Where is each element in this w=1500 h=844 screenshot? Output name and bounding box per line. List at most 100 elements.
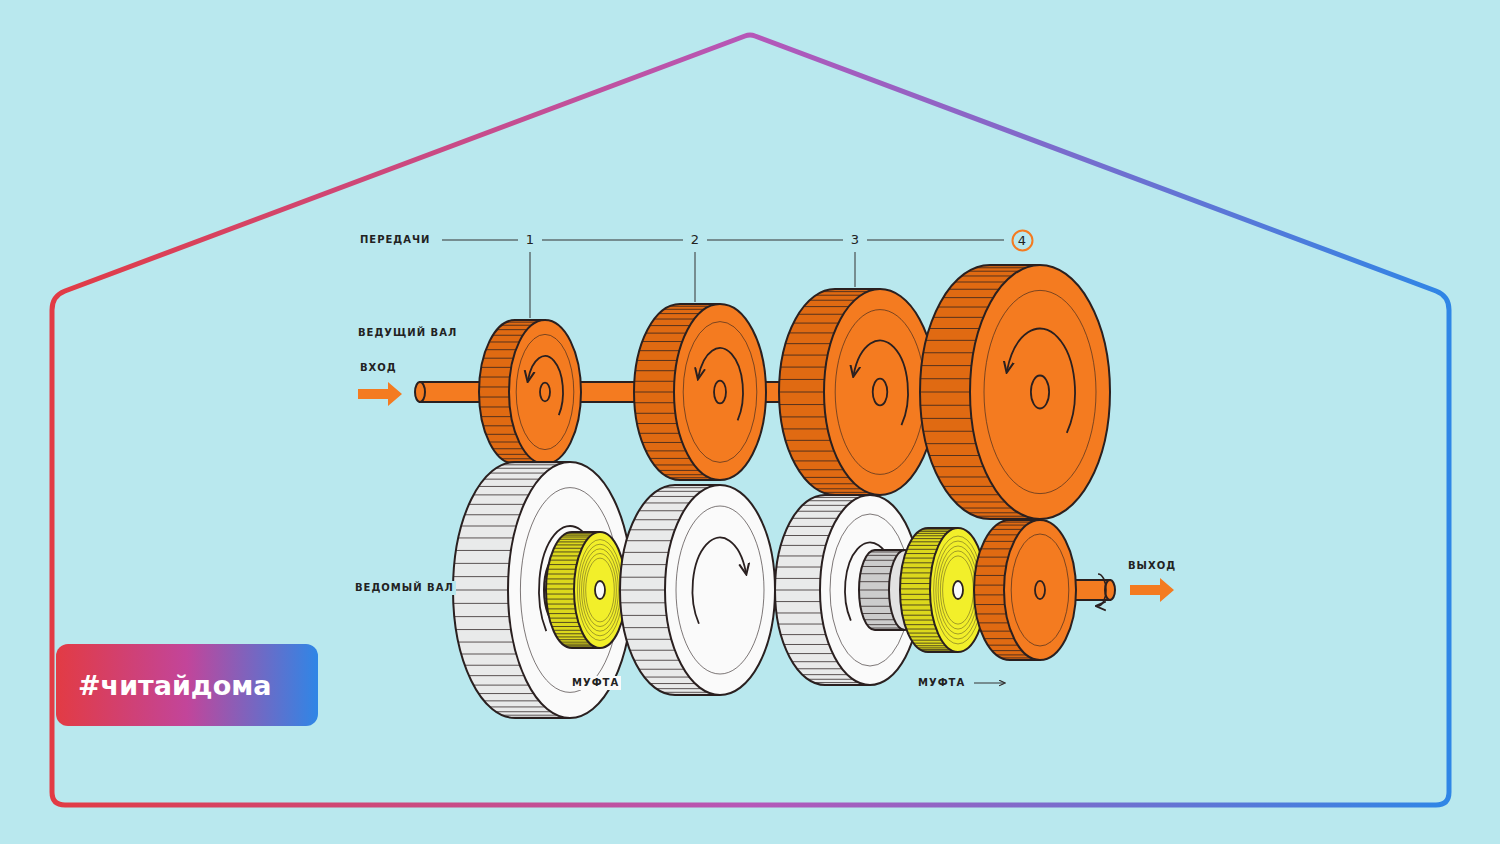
clutch-label: МУФТА <box>916 676 967 690</box>
gear-tooth <box>663 487 708 488</box>
gear-tooth <box>659 470 699 471</box>
gear-tooth <box>650 325 690 326</box>
gear-tooth <box>493 335 523 336</box>
gear-tooth <box>997 525 1027 526</box>
gear-tooth <box>564 535 592 536</box>
gear-tooth <box>912 538 942 539</box>
gear-tooth <box>789 451 834 452</box>
gear-tooth <box>820 684 865 685</box>
gear-ring <box>835 310 925 475</box>
gear-tooth <box>918 647 948 648</box>
output-label: ВЫХОД <box>1126 559 1178 573</box>
gear-ring <box>1011 534 1069 646</box>
gear-tooth <box>962 275 1012 276</box>
gear-tooth <box>938 307 988 308</box>
gear-tooth <box>497 454 527 455</box>
gear-hub <box>714 381 726 404</box>
gear-tooth <box>456 629 511 630</box>
gear-tooth <box>920 405 970 406</box>
gear-tooth <box>778 555 823 556</box>
gear-tooth <box>920 392 970 393</box>
gear-tooth <box>867 624 897 625</box>
gear-tooth <box>480 377 510 378</box>
gear-tooth <box>644 677 689 678</box>
gear-tooth <box>624 627 669 628</box>
gear-tooth <box>486 434 516 435</box>
gear-tooth <box>479 693 534 694</box>
gear-tooth <box>656 491 701 492</box>
gear-tooth <box>968 512 1018 513</box>
gear-tooth <box>506 322 536 323</box>
gear-tooth <box>900 588 930 589</box>
gear-tooth <box>781 367 826 368</box>
house-outline <box>52 35 1449 805</box>
gear-tooth <box>793 460 838 461</box>
gear-tooth <box>781 634 826 635</box>
gear-tooth <box>933 317 983 318</box>
gear-tooth <box>788 653 833 654</box>
gear-tooth <box>453 603 508 604</box>
gear-tooth <box>489 341 519 342</box>
gear-tooth <box>547 574 575 575</box>
gear-tooth <box>549 618 577 619</box>
gear-tooth <box>559 639 587 640</box>
gear-tooth <box>983 265 1033 266</box>
gear-tooth <box>779 404 824 405</box>
gear-tooth <box>622 615 667 616</box>
gear-face <box>574 532 626 648</box>
gear-tooth <box>902 610 932 611</box>
shaft-end <box>595 580 605 600</box>
clutch-groove <box>582 549 619 631</box>
gear-tooth <box>914 643 944 644</box>
gear-tooth <box>644 502 689 503</box>
gear-tooth <box>781 416 826 417</box>
gear-tooth <box>981 548 1011 549</box>
gear-tooth <box>900 599 930 600</box>
gear-tooth <box>905 624 935 625</box>
gear-tooth <box>922 365 972 366</box>
gear-ring <box>516 334 574 449</box>
gear-tooth <box>550 622 578 623</box>
gear-tooth <box>924 528 954 529</box>
gear-tooth <box>804 306 849 307</box>
gear-tooth <box>802 505 847 506</box>
gear-tooth <box>634 381 674 382</box>
gear-tooth <box>546 578 574 579</box>
gear-tooth <box>901 578 931 579</box>
gear-tooth <box>902 567 932 568</box>
gear-hub <box>1031 375 1049 408</box>
gear-tooth <box>549 564 577 565</box>
gear-tooth <box>779 379 824 380</box>
gear-tooth <box>556 544 584 545</box>
gear-3-driven <box>775 495 920 685</box>
gear-tooth <box>783 355 828 356</box>
output-rotation-arrow <box>1098 574 1106 606</box>
gear-tooth <box>786 343 831 344</box>
gear-tooth <box>479 486 534 487</box>
gear-tooth <box>976 613 1006 614</box>
gear-tooth <box>458 642 513 643</box>
gear-tooth <box>789 332 834 333</box>
gear-tooth <box>490 706 545 707</box>
gear-tooth <box>502 464 557 465</box>
gear-tooth <box>933 466 983 467</box>
gear-tooth <box>981 631 1011 632</box>
circle-outline-shape <box>1012 230 1032 250</box>
circled-gear-number: 4 <box>1011 229 1034 252</box>
gear-tooth <box>484 700 539 701</box>
gear-2-driven <box>620 485 775 695</box>
gear-face <box>1004 520 1076 660</box>
gear-tooth <box>483 425 513 426</box>
gear-number: 1 <box>524 231 536 249</box>
gear-tooth <box>873 550 903 551</box>
gear-tooth <box>669 485 714 486</box>
gear-tooth <box>635 370 675 371</box>
gear-face <box>665 485 775 695</box>
shaft-end <box>415 382 425 402</box>
gear-tooth <box>654 464 694 465</box>
gear-tooth <box>859 581 889 582</box>
clutch-groove <box>577 540 622 641</box>
gear-tooth <box>568 532 596 533</box>
clutch-groove <box>579 544 620 636</box>
gear-number: 4 <box>1018 233 1026 248</box>
